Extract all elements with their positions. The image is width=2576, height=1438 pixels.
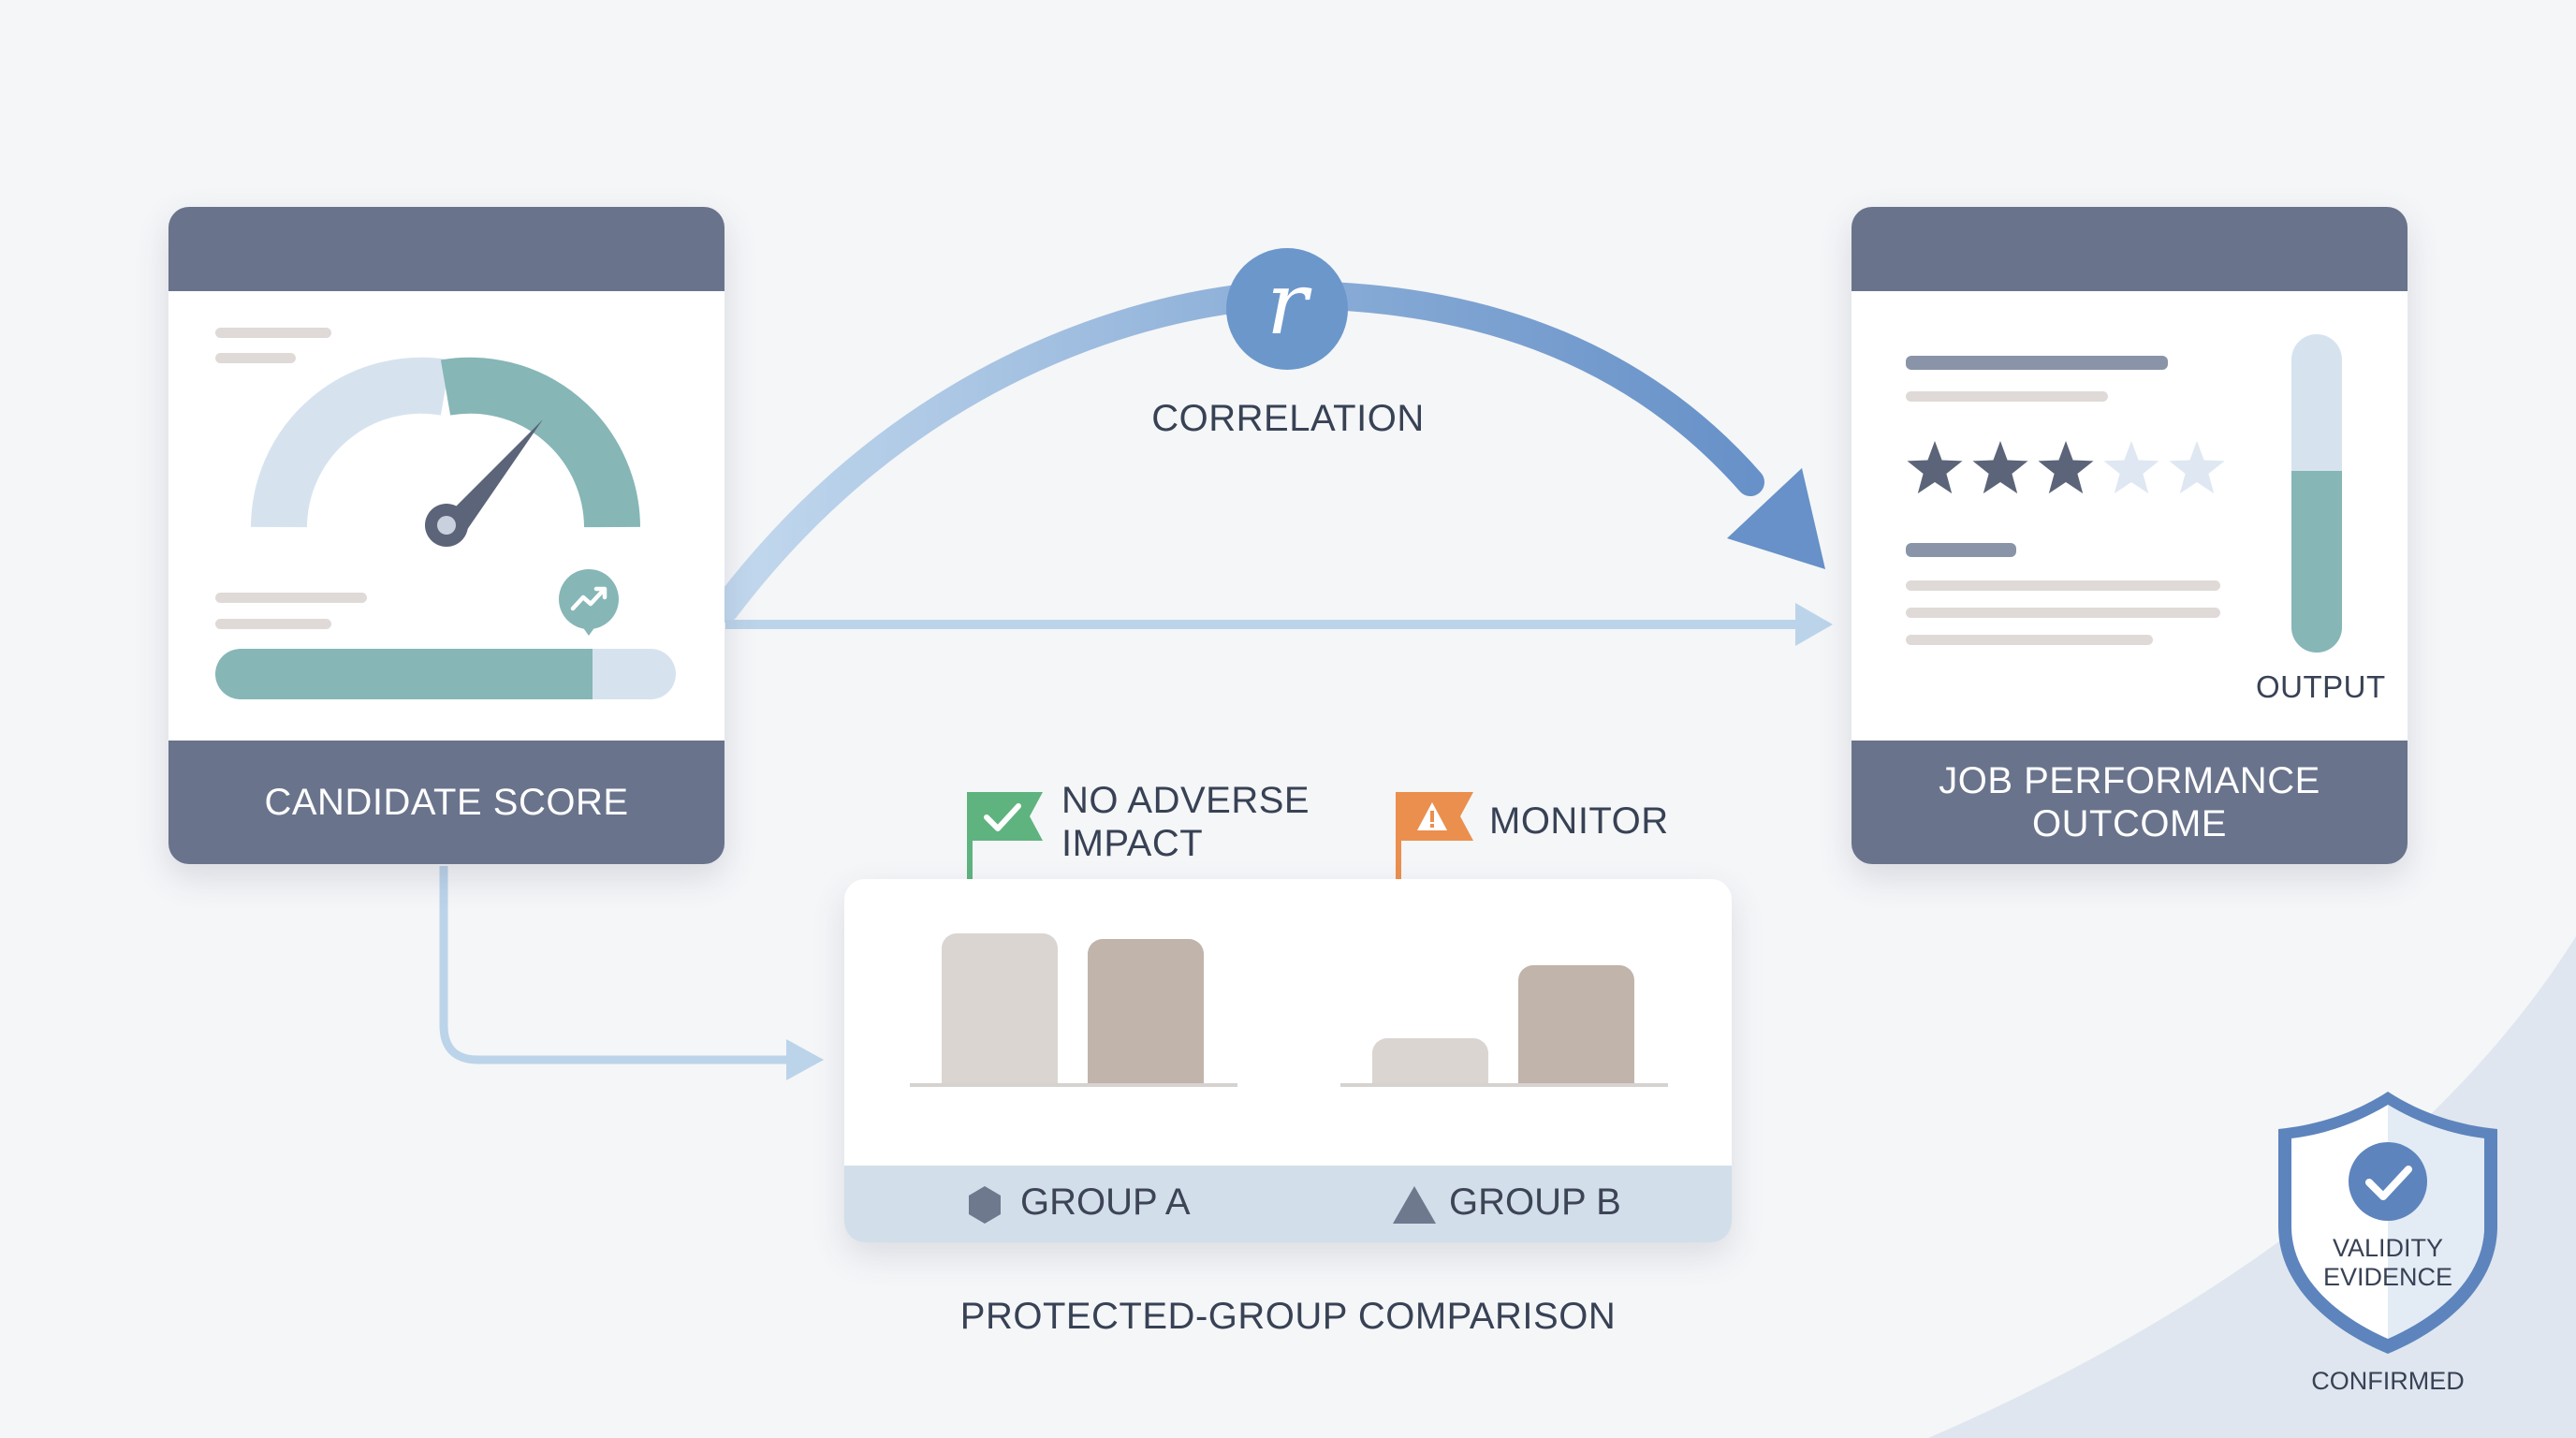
placeholder-line [1906,580,2220,591]
output-meter-fill [2291,471,2342,653]
score-progress-fill [215,649,593,699]
monitor-label: MONITOR [1489,800,1669,842]
placeholder-line [1906,608,2220,618]
placeholder-line [215,619,331,629]
correlation-label: CORRELATION [1151,398,1425,439]
correlation-symbol: r [1266,254,1308,354]
group-a-bar-1 [942,933,1058,1085]
placeholder-line [215,593,367,603]
direct-arrowhead [1795,603,1833,646]
group-b-bar-1 [1372,1038,1488,1085]
star-empty-icon [2103,441,2159,494]
trending-up-icon [559,569,619,636]
score-progress-bar [215,649,676,699]
placeholder-line [215,353,296,363]
group-comparison-panel: GROUP A GROUP B [844,879,1732,1242]
candidate-score-label: CANDIDATE SCORE [168,741,724,864]
group-b-label: GROUP B [1449,1181,1621,1223]
shield-check-icon [2278,1092,2497,1354]
comparison-arrow [439,866,791,1064]
validity-evidence-label: VALIDITY EVIDENCE [2322,1234,2453,1291]
hexagon-icon [969,1186,1001,1224]
card-header [1852,207,2408,291]
star-filled-icon [2038,441,2094,494]
confirmed-label: CONFIRMED [2311,1367,2465,1395]
comparison-arrowhead [786,1039,824,1080]
card-header [168,207,724,291]
candidate-score-card: CANDIDATE SCORE [168,207,724,864]
check-flag-icon [967,792,1043,882]
correlation-arrowhead [1727,468,1825,569]
correlation-circle: r [1226,248,1348,370]
star-rating [1902,435,2230,501]
job-performance-card: OUTPUT JOB PERFORMANCE OUTCOME [1852,207,2408,864]
star-filled-icon [1907,441,1963,494]
group-b-bar-2 [1518,965,1634,1085]
group-a-bar-2 [1088,939,1204,1085]
star-empty-icon [2169,441,2225,494]
job-performance-label: JOB PERFORMANCE OUTCOME [1852,741,2408,864]
star-filled-icon [1972,441,2028,494]
warning-flag-icon [1396,792,1473,882]
placeholder-line [1906,391,2108,402]
gauge-icon [251,357,640,547]
output-label: OUTPUT [2256,669,2386,704]
group-a-baseline [910,1083,1237,1087]
no-adverse-impact-label: NO ADVERSE IMPACT [1061,780,1310,864]
group-a-label: GROUP A [1020,1181,1191,1223]
group-b-baseline [1340,1083,1668,1087]
group-legend: GROUP A GROUP B [844,1166,1732,1242]
comparison-title: PROTECTED-GROUP COMPARISON [959,1296,1617,1337]
placeholder-line [1906,356,2168,370]
placeholder-line [215,328,331,338]
triangle-icon [1393,1186,1436,1224]
placeholder-line [1906,635,2153,645]
output-meter [2291,334,2342,653]
placeholder-line [1906,543,2016,557]
